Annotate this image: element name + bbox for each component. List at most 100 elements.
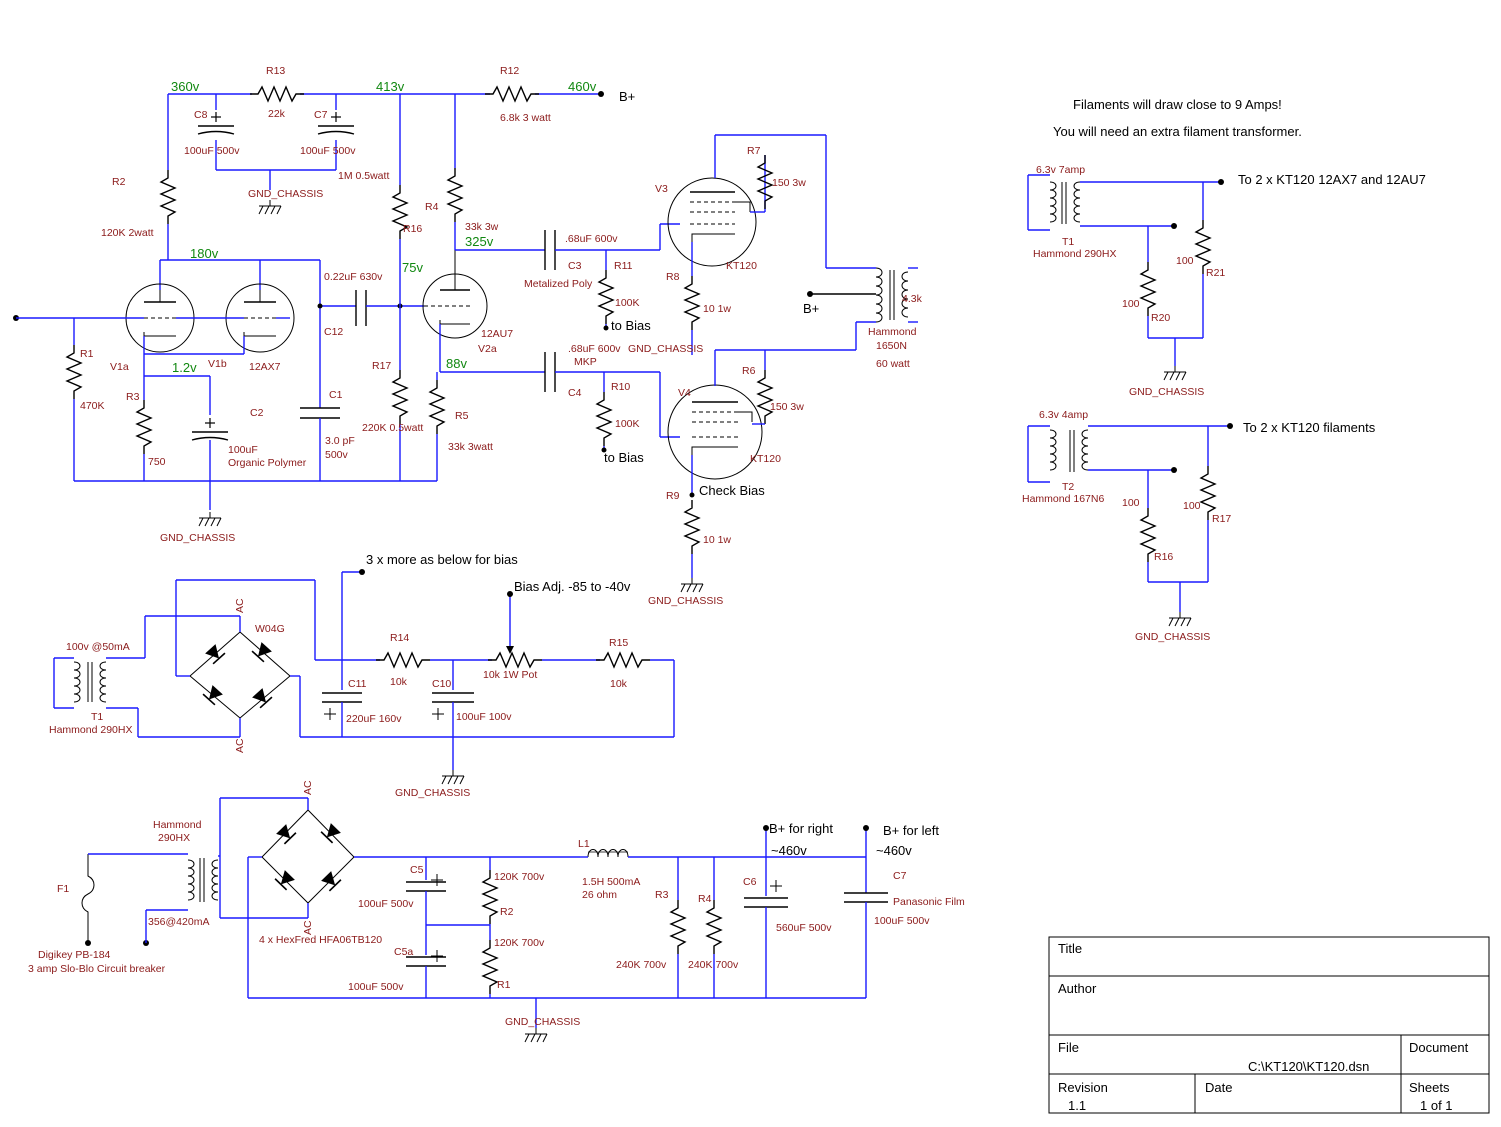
R2-label: R2	[112, 176, 126, 188]
v180: 180v	[190, 246, 219, 261]
R10-label: R10	[611, 381, 630, 393]
R1-value: 470K	[80, 400, 105, 412]
R7-label: R7	[747, 145, 761, 157]
R14-resistor	[375, 652, 431, 668]
R12-value: 6.8k 3 watt	[500, 112, 551, 124]
R9-label: R9	[666, 490, 680, 502]
R10-resistor	[596, 391, 612, 447]
sheets-value: 1 of 1	[1420, 1098, 1453, 1113]
R17-fil-resistor	[1200, 465, 1216, 521]
F1-value-1: Digikey PB-184	[38, 949, 111, 961]
C6-label: C6	[743, 876, 757, 888]
C7-psu-value: 100uF 500v	[874, 915, 930, 927]
R20-resistor	[1140, 261, 1156, 317]
V2a-label: V2a	[478, 343, 497, 355]
L1-label: L1	[578, 838, 590, 850]
C2-label: C2	[250, 407, 264, 419]
psu-diodes: 4 x HexFred HFA06TB120	[259, 934, 382, 946]
C5a-value: 100uF 500v	[348, 981, 404, 993]
bias-pot	[487, 652, 543, 668]
C3-value: .68uF 600v	[565, 233, 618, 245]
R4-psu-label: R4	[698, 893, 712, 905]
C3-type: Metalized Poly	[524, 278, 593, 290]
bias-more-note: 3 x more as below for bias	[366, 552, 518, 567]
R3-psu-label: R3	[655, 889, 669, 901]
ot-name-1: Hammond	[868, 326, 917, 338]
R6-value: 150 3w	[770, 401, 804, 413]
v325: 325v	[465, 234, 494, 249]
R5-label: R5	[455, 410, 469, 422]
title-block	[1048, 936, 1490, 1114]
C1-value-2: 500v	[325, 449, 349, 461]
R21-fil-value: 100	[1176, 255, 1194, 267]
R13-label: R13	[266, 65, 285, 77]
R15-value: 10k	[610, 678, 628, 690]
C2-value-1: 100uF	[228, 444, 258, 456]
C8-value: 100uF 500v	[184, 145, 240, 157]
C1-value-1: 3.0 pF	[325, 435, 355, 447]
C11-value: 220uF 160v	[346, 713, 402, 725]
filament-warning: Filaments will draw close to 9 Amps!	[1073, 97, 1282, 112]
bias-gnd: GND_CHASSIS	[395, 787, 470, 799]
R15-label: R15	[609, 637, 628, 649]
L1-value-1: 1.5H 500mA	[582, 876, 640, 888]
R11-value: 100K	[615, 297, 640, 309]
R13-value: 22k	[268, 108, 286, 120]
R21-fil-label: R21	[1206, 267, 1225, 279]
R3-label: R3	[126, 391, 140, 403]
R4-resistor	[447, 167, 463, 223]
R16-label: R16	[403, 223, 422, 235]
R17-resistor	[392, 369, 408, 425]
psu-tr-name-2: 290HX	[158, 832, 190, 844]
bplus-right-voltage: ~460v	[771, 843, 807, 858]
psu-gnd: GND_CHASSIS	[505, 1016, 580, 1028]
labels: 360v 413v 460v 180v 325v 75v 88v 1.2v R1…	[28, 65, 1469, 1113]
V1b-label: V1b	[208, 358, 227, 370]
F1-label: F1	[57, 883, 69, 895]
filament-output-2: To 2 x KT120 filaments	[1243, 420, 1376, 435]
C4-type: MKP	[574, 356, 597, 368]
R9-resistor	[684, 499, 700, 555]
bplus-left-voltage: ~460v	[876, 843, 912, 858]
file-field: File	[1058, 1040, 1079, 1055]
tube-12au7: 12AU7	[481, 328, 513, 340]
R5-value: 33k 3watt	[448, 441, 493, 453]
T1-fil-name: Hammond 290HX	[1033, 248, 1116, 260]
v88: 88v	[446, 356, 467, 371]
revision-value: 1.1	[1068, 1098, 1086, 1113]
document-field: Document	[1409, 1040, 1469, 1055]
filament-output-1: To 2 x KT120 12AX7 and 12AU7	[1238, 172, 1426, 187]
bridge-label: W04G	[255, 623, 285, 635]
R16-fil-value: 100	[1122, 497, 1140, 509]
R3-resistor	[136, 399, 152, 455]
R6-label: R6	[742, 365, 756, 377]
C2-value-2: Organic Polymer	[228, 457, 307, 469]
R16-fil-resistor	[1140, 507, 1156, 563]
V3-tube	[667, 177, 757, 267]
V4-label: V4	[678, 387, 691, 399]
gnd-fil-a: GND_CHASSIS	[1129, 386, 1204, 398]
C5-value: 100uF 500v	[358, 898, 414, 910]
psu-ac-bottom: AC	[302, 920, 314, 935]
R7-value: 150 3w	[772, 177, 806, 189]
C5-label: C5	[410, 864, 424, 876]
V3-type: KT120	[726, 260, 757, 272]
R7-resistor	[757, 154, 773, 210]
ot-impedance: 4.3k	[902, 293, 923, 305]
psu-ac-top: AC	[302, 780, 314, 795]
C12-label: C12	[324, 326, 343, 338]
R1-resistor	[66, 344, 82, 400]
power-supply-section	[81, 797, 888, 1043]
C4-label: C4	[568, 387, 582, 399]
R1-label: R1	[80, 348, 94, 360]
R17-fil-value: 100	[1183, 500, 1201, 512]
R11-label: R11	[614, 260, 633, 272]
bias-ac-bottom: AC	[234, 738, 246, 753]
C7-value: 100uF 500v	[300, 145, 356, 157]
R1-psu-value: 120K 700v	[494, 937, 545, 949]
R14-label: R14	[390, 632, 409, 644]
C7-label: C7	[314, 109, 328, 121]
bias-T1-name: Hammond 290HX	[49, 724, 132, 736]
C8-label: C8	[194, 109, 208, 121]
T1-fil-label: T1	[1062, 236, 1074, 248]
